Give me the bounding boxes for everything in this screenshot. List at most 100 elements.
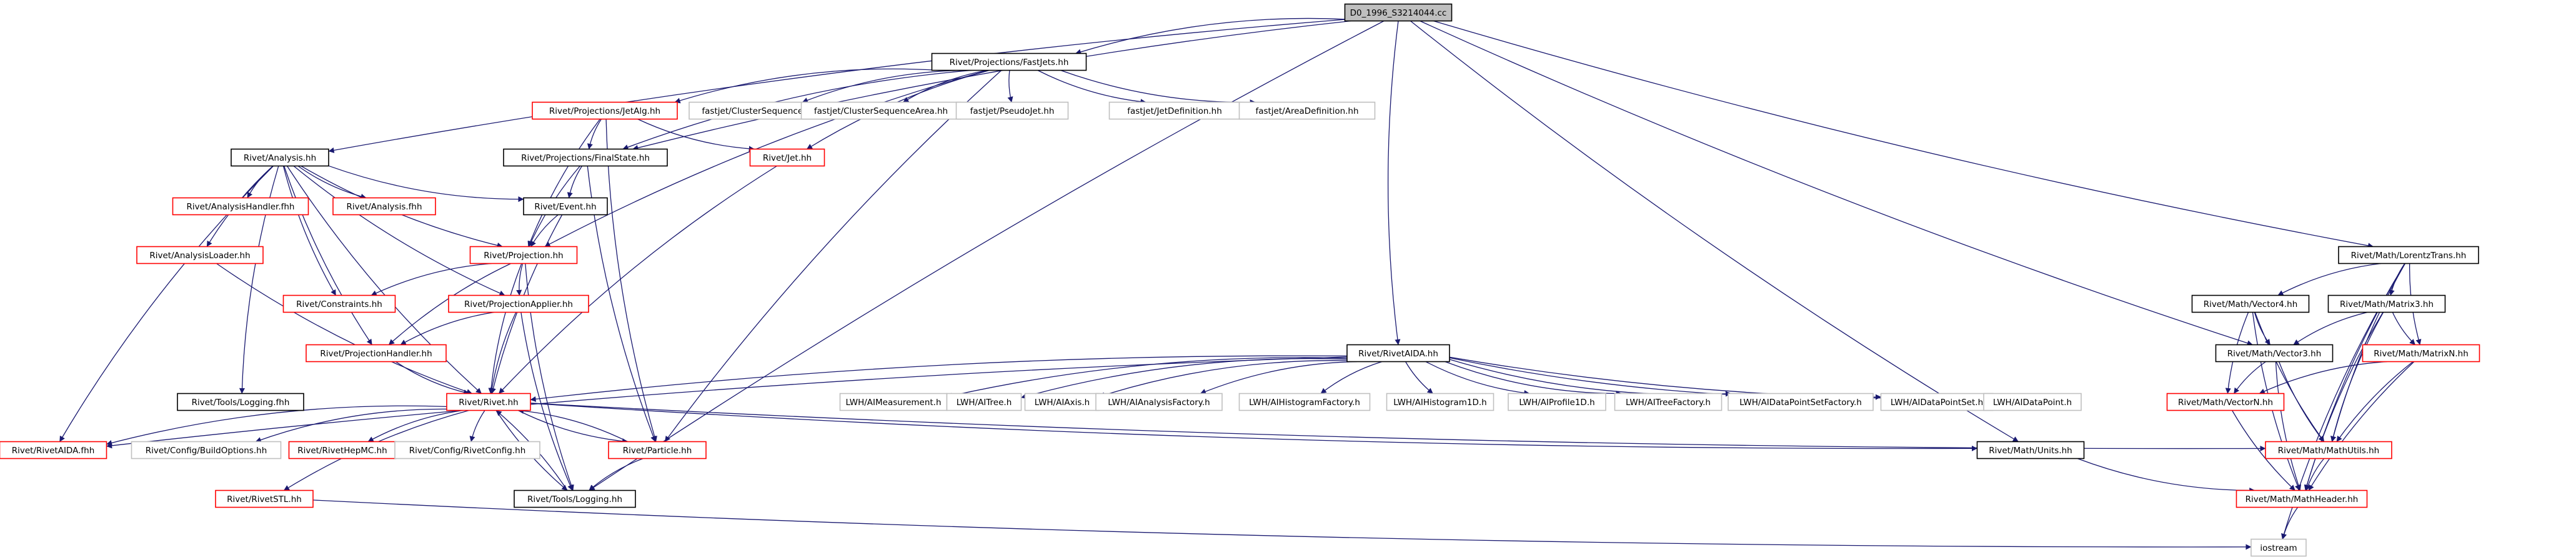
node-aidpsfact[interactable]: LWH/AIDataPointSetFactory.h bbox=[1728, 393, 1874, 411]
node-label: Rivet/Math/Vector4.hh bbox=[2204, 299, 2298, 309]
node-analysisfhh[interactable]: Rivet/Analysis.fhh bbox=[332, 197, 436, 216]
node-rivetconfig[interactable]: Rivet/Config/RivetConfig.hh bbox=[394, 441, 540, 459]
edge-particle-to-toolslog bbox=[589, 458, 644, 491]
node-toolslogfhh[interactable]: Rivet/Tools/Logging.fhh bbox=[177, 393, 304, 411]
node-aitreefact[interactable]: LWH/AITreeFactory.h bbox=[1614, 393, 1723, 411]
node-label: LWH/AIAnalysisFactory.h bbox=[1108, 398, 1210, 408]
edge-fastjets-to-projection bbox=[544, 69, 988, 248]
edge-rivethh-to-units bbox=[530, 403, 1977, 451]
node-aitree[interactable]: LWH/AITree.h bbox=[946, 393, 1022, 411]
edge-rivetaida-to-aiprof1d bbox=[1425, 361, 1530, 396]
edge-matrix3-to-mathheader bbox=[2304, 312, 2384, 491]
edge-rivethh-to-buildopts bbox=[255, 408, 447, 443]
edge-fastjets-to-areadef bbox=[1060, 69, 1256, 106]
node-rivetstl[interactable]: Rivet/RivetSTL.hh bbox=[215, 489, 314, 508]
node-box bbox=[288, 441, 397, 459]
node-aianafact[interactable]: LWH/AIAnalysisFactory.h bbox=[1095, 393, 1223, 411]
edge-jetalg-to-jet bbox=[637, 118, 755, 152]
node-matrixn[interactable]: Rivet/Math/MatrixN.hh bbox=[2362, 344, 2480, 363]
node-projection[interactable]: Rivet/Projection.hh bbox=[469, 246, 578, 264]
node-jet[interactable]: Rivet/Jet.hh bbox=[749, 148, 825, 167]
node-label: Rivet/Particle.hh bbox=[623, 446, 692, 456]
edge-vector4-to-vector3 bbox=[2254, 312, 2271, 345]
node-box bbox=[523, 197, 608, 216]
node-projapplier[interactable]: Rivet/ProjectionApplier.hh bbox=[448, 294, 589, 313]
node-label: LWH/AITree.h bbox=[957, 398, 1012, 408]
node-label: Rivet/Math/MathUtils.hh bbox=[2278, 446, 2379, 456]
node-root[interactable]: D0_1996_S3214044.cc bbox=[1344, 3, 1453, 22]
node-units[interactable]: Rivet/Math/Units.hh bbox=[1976, 441, 2085, 459]
node-toolslog[interactable]: Rivet/Tools/Logging.hh bbox=[514, 489, 636, 508]
node-projhandler[interactable]: Rivet/ProjectionHandler.hh bbox=[306, 344, 447, 363]
edge-root-to-units bbox=[1410, 20, 2019, 443]
edge-analysis-to-rivethh bbox=[286, 166, 482, 394]
node-label: Rivet/Config/RivetConfig.hh bbox=[409, 446, 526, 456]
node-box bbox=[1976, 441, 2085, 459]
node-box bbox=[1983, 393, 2082, 411]
node-finalstate[interactable]: Rivet/Projections/FinalState.hh bbox=[503, 148, 668, 167]
node-particle[interactable]: Rivet/Particle.hh bbox=[608, 441, 707, 459]
node-areadef[interactable]: fastjet/AreaDefinition.hh bbox=[1238, 101, 1376, 120]
node-fastjets[interactable]: Rivet/Projections/FastJets.hh bbox=[931, 53, 1087, 71]
node-vector3[interactable]: Rivet/Math/Vector3.hh bbox=[2215, 344, 2334, 363]
node-mathutils[interactable]: Rivet/Math/MathUtils.hh bbox=[2265, 441, 2392, 459]
node-rivetaida[interactable]: Rivet/RivetAIDA.hh bbox=[1346, 344, 1450, 363]
node-box bbox=[1386, 393, 1494, 411]
node-box bbox=[1095, 393, 1223, 411]
node-mathheader[interactable]: Rivet/Math/MathHeader.hh bbox=[2235, 489, 2368, 508]
edge-root-to-rivetaida bbox=[1388, 21, 1401, 345]
node-label: Rivet/Math/MatrixN.hh bbox=[2374, 349, 2469, 359]
node-aiprof1d[interactable]: LWH/AIProfile1D.h bbox=[1508, 393, 1606, 411]
node-aihist1d[interactable]: LWH/AIHistogram1D.h bbox=[1386, 393, 1494, 411]
node-label: LWH/AIAxis.h bbox=[1035, 398, 1090, 408]
edge-mathutils-to-mathheader bbox=[2305, 458, 2325, 491]
node-label: Rivet/Math/Matrix3.hh bbox=[2340, 299, 2434, 309]
node-label: Rivet/ProjectionHandler.hh bbox=[320, 349, 432, 359]
edge-lorentz-to-vector4 bbox=[2277, 263, 2382, 296]
node-iaimeas[interactable]: LWH/AIMeasurement.h bbox=[839, 393, 948, 411]
node-box bbox=[1728, 393, 1874, 411]
node-box bbox=[514, 489, 636, 508]
node-iostream[interactable]: iostream bbox=[2250, 538, 2307, 557]
node-rivethh[interactable]: Rivet/Rivet.hh bbox=[446, 393, 531, 411]
node-box bbox=[448, 294, 589, 313]
edge-vector3-to-mathutils bbox=[2278, 361, 2324, 442]
node-label: Rivet/Jet.hh bbox=[763, 153, 812, 163]
node-rivetaidafhh[interactable]: Rivet/RivetAIDA.fhh bbox=[0, 441, 107, 459]
node-jetdef[interactable]: fastjet/JetDefinition.hh bbox=[1108, 101, 1241, 120]
node-pseudojet[interactable]: fastjet/PseudoJet.hh bbox=[955, 101, 1069, 120]
node-aidps[interactable]: LWH/AIDataPointSet.h bbox=[1880, 393, 1994, 411]
node-event[interactable]: Rivet/Event.hh bbox=[523, 197, 608, 216]
edge-jetalg-to-particle bbox=[605, 119, 657, 442]
node-aihistfact[interactable]: LWH/AIHistogramFactory.h bbox=[1238, 393, 1371, 411]
node-box bbox=[532, 101, 678, 120]
edge-finalstate-to-event bbox=[567, 166, 583, 198]
node-jetalg[interactable]: Rivet/Projections/JetAlg.hh bbox=[532, 101, 678, 120]
edge-matrix3-to-vector3 bbox=[2293, 311, 2368, 346]
node-label: Rivet/Math/Units.hh bbox=[1989, 446, 2072, 456]
node-label: Rivet/Tools/Logging.hh bbox=[527, 494, 622, 504]
node-constraints[interactable]: Rivet/Constraints.hh bbox=[282, 294, 396, 313]
node-analysishandler[interactable]: Rivet/AnalysisHandler.fhh bbox=[172, 197, 309, 216]
edge-fastjets-to-clusterseq bbox=[802, 69, 966, 103]
node-label: D0_1996_S3214044.cc bbox=[1350, 8, 1447, 18]
node-lorentz[interactable]: Rivet/Math/LorentzTrans.hh bbox=[2338, 246, 2479, 264]
node-analysis[interactable]: Rivet/Analysis.hh bbox=[231, 148, 329, 167]
node-hepmc[interactable]: Rivet/RivetHepMC.hh bbox=[288, 441, 397, 459]
node-clusterseqarea[interactable]: fastjet/ClusterSequenceArea.hh bbox=[800, 101, 962, 120]
node-buildopts[interactable]: Rivet/Config/BuildOptions.hh bbox=[131, 441, 282, 459]
node-label: Rivet/RivetAIDA.hh bbox=[1358, 349, 1438, 359]
edge-matrixn-to-vectorn bbox=[2259, 361, 2387, 394]
node-vectorn[interactable]: Rivet/Math/VectorN.hh bbox=[2166, 393, 2285, 411]
node-aiaxis[interactable]: LWH/AIAxis.h bbox=[1024, 393, 1100, 411]
node-vector4[interactable]: Rivet/Math/Vector4.hh bbox=[2191, 294, 2310, 313]
node-box bbox=[1880, 393, 1994, 411]
node-label: Rivet/Math/MathHeader.hh bbox=[2245, 494, 2359, 504]
node-matrix3[interactable]: Rivet/Math/Matrix3.hh bbox=[2327, 294, 2446, 313]
edge-rivetaida-to-aihist1d bbox=[1405, 361, 1433, 394]
node-box bbox=[131, 441, 282, 459]
edge-rivetaida-to-aiaxis bbox=[1099, 360, 1348, 398]
node-aidp[interactable]: LWH/AIDataPoint.h bbox=[1983, 393, 2082, 411]
node-analysisloader[interactable]: Rivet/AnalysisLoader.hh bbox=[136, 246, 264, 264]
